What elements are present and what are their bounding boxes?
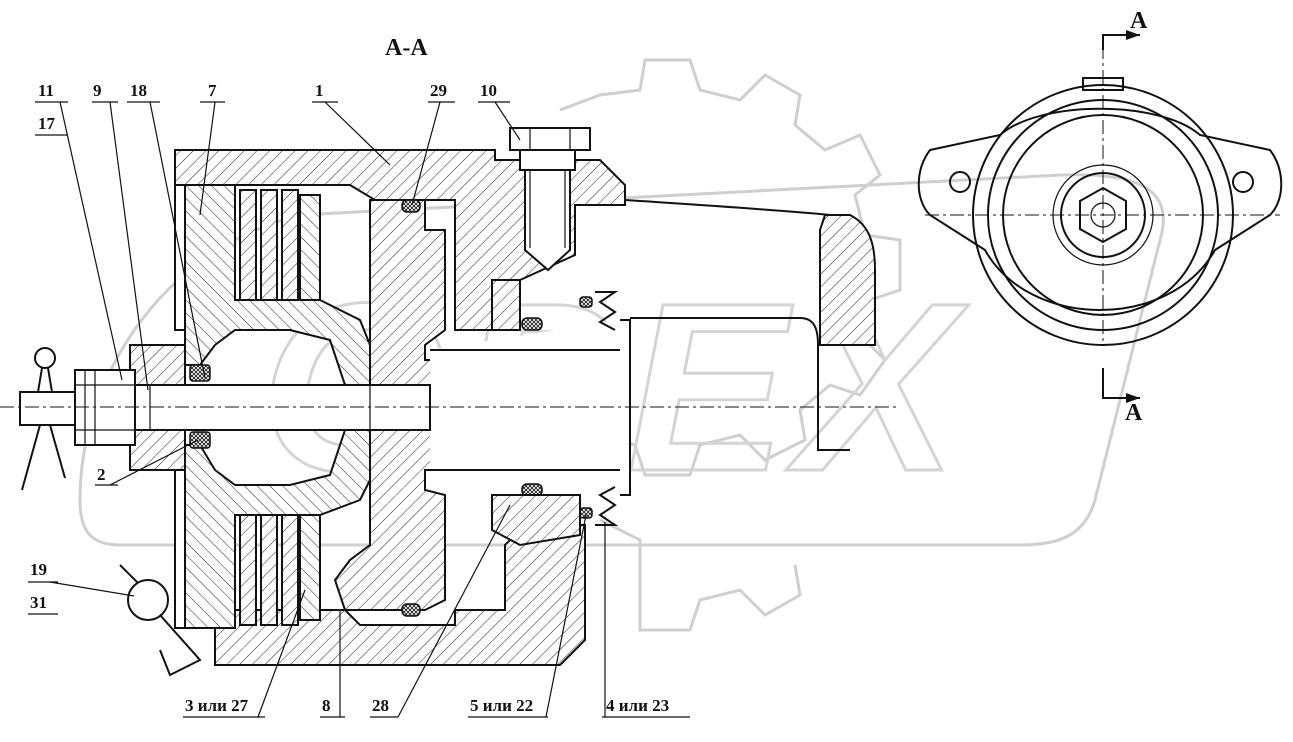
callout-7: 7 bbox=[208, 81, 217, 100]
leader-lines bbox=[28, 101, 690, 718]
callout-19: 19 bbox=[30, 560, 47, 579]
callout-4-or-23: 4 или 23 bbox=[606, 696, 669, 715]
callout-1: 1 bbox=[315, 81, 324, 100]
section-mark-top: А bbox=[1130, 8, 1148, 34]
callout-9: 9 bbox=[93, 81, 102, 100]
callout-11: 11 bbox=[38, 81, 54, 100]
callout-31: 31 bbox=[30, 593, 47, 612]
callout-5-or-22: 5 или 22 bbox=[470, 696, 533, 715]
watermark-gear bbox=[533, 58, 902, 632]
callout-8: 8 bbox=[322, 696, 331, 715]
callout-28: 28 bbox=[372, 696, 389, 715]
section-mark-bottom: А bbox=[1125, 400, 1143, 426]
callout-3-or-27: 3 или 27 bbox=[185, 696, 249, 715]
callout-17: 17 bbox=[38, 114, 56, 133]
section-view bbox=[0, 127, 900, 677]
callout-2: 2 bbox=[97, 465, 106, 484]
section-title: А-А bbox=[385, 35, 428, 61]
callout-10: 10 bbox=[480, 81, 497, 100]
callout-29: 29 bbox=[430, 81, 447, 100]
end-view bbox=[917, 30, 1283, 403]
callout-18: 18 bbox=[130, 81, 147, 100]
